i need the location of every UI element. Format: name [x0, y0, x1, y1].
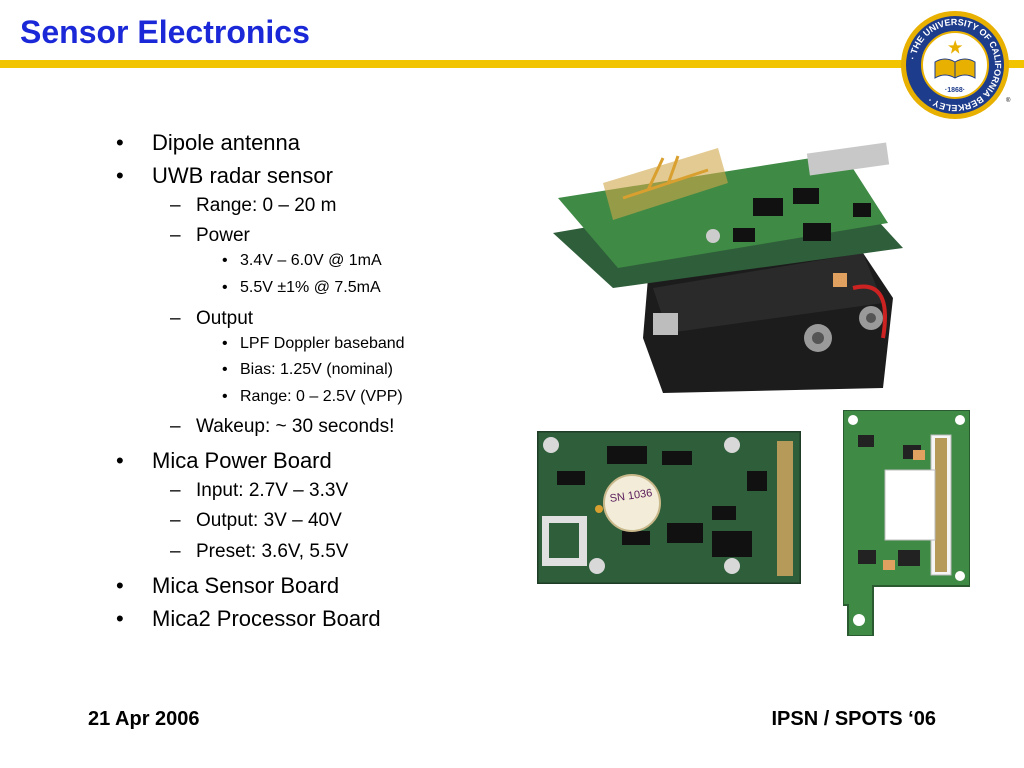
dash-marker: – — [170, 225, 181, 246]
bullet-level-3: 5.5V ±1% @ 7.5mA — [240, 279, 381, 296]
bullet-level-2: Preset: 3.6V, 5.5V — [196, 541, 349, 562]
bullet-level-1: UWB radar sensor — [152, 163, 333, 188]
bullet-level-2: Input: 2.7V – 3.3V — [196, 480, 349, 501]
uc-berkeley-seal-logo: · THE UNIVERSITY OF CALIFORNIA BERKELEY … — [901, 11, 1009, 119]
bullet-level-1: Mica2 Processor Board — [152, 606, 381, 631]
footer-date: 21 Apr 2006 — [88, 708, 200, 730]
bullet-marker: • — [222, 279, 228, 296]
bullet-level-3: Bias: 1.25V (nominal) — [240, 361, 393, 378]
mica-sensor-board-photo: SN 1036 — [537, 431, 801, 584]
bullet-marker: • — [116, 573, 124, 598]
dash-marker: – — [170, 195, 181, 216]
footer-conference: IPSN / SPOTS ‘06 — [771, 708, 936, 730]
slide-title: Sensor Electronics — [20, 14, 310, 50]
mica-power-board-photo — [843, 410, 970, 636]
bullet-level-2: Output — [196, 308, 254, 329]
bullet-marker: • — [116, 606, 124, 631]
bullet-marker: • — [116, 448, 124, 473]
seal-year: ·1868· — [945, 87, 965, 94]
title-underline — [0, 60, 1024, 68]
bullet-level-3: 3.4V – 6.0V @ 1mA — [240, 252, 382, 269]
bullet-marker: • — [222, 361, 228, 378]
bullet-level-2: Power — [196, 225, 250, 246]
open-book-icon — [934, 58, 976, 79]
bullet-marker: • — [222, 335, 228, 352]
trademark-symbol: ® — [1006, 98, 1011, 104]
dash-marker: – — [170, 541, 181, 562]
dash-marker: – — [170, 510, 181, 531]
star-icon — [948, 40, 963, 54]
dash-marker: – — [170, 416, 181, 437]
uwb-radar-stack-photo — [553, 128, 913, 398]
dash-marker: – — [170, 480, 181, 501]
bullet-level-1: Mica Power Board — [152, 448, 332, 473]
bullet-marker: • — [222, 388, 228, 405]
bullet-level-2: Range: 0 – 20 m — [196, 195, 337, 216]
bullet-level-1: Dipole antenna — [152, 130, 301, 155]
bullet-level-2: Wakeup: ~ 30 seconds! — [196, 416, 395, 437]
bullet-level-2: Output: 3V – 40V — [196, 510, 342, 531]
dash-marker: – — [170, 308, 181, 329]
bullet-level-1: Mica Sensor Board — [152, 573, 340, 598]
bullet-marker: • — [116, 130, 124, 155]
bullet-level-3: LPF Doppler baseband — [240, 335, 405, 352]
bullet-marker: • — [116, 163, 124, 188]
bullet-level-3: Range: 0 – 2.5V (VPP) — [240, 388, 403, 405]
bullet-marker: • — [222, 252, 228, 269]
serial-number-label: SN 1036 — [609, 487, 653, 505]
